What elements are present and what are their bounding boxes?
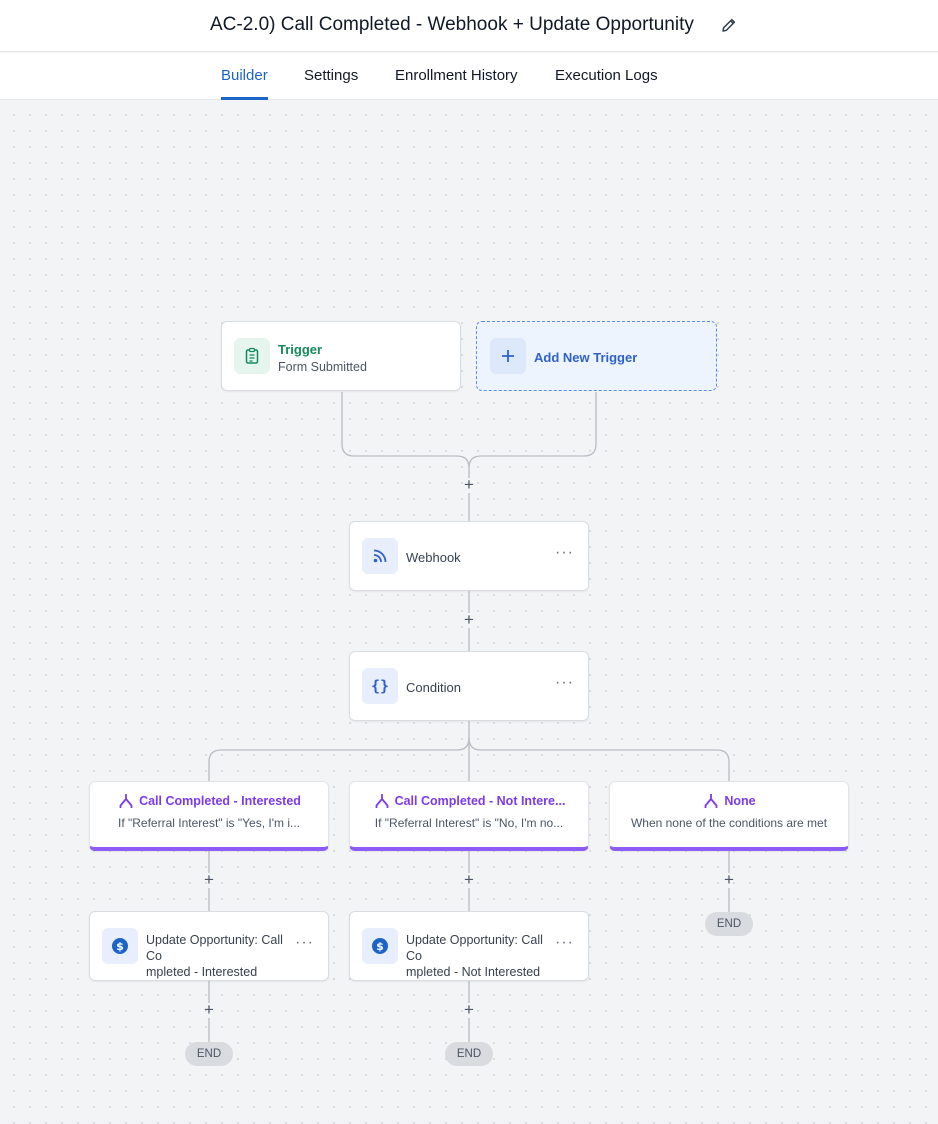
dollar-icon: $ bbox=[102, 928, 138, 964]
end-marker: END bbox=[445, 1042, 493, 1066]
branch-none[interactable]: None When none of the conditions are met bbox=[609, 781, 849, 851]
branch-interested[interactable]: Call Completed - Interested If "Referral… bbox=[89, 781, 329, 851]
tab-enrollment-history[interactable]: Enrollment History bbox=[395, 67, 518, 84]
action-label-line2: mpleted - Interested bbox=[146, 965, 258, 979]
branch-subtitle: If "Referral Interest" is "Yes, I'm i... bbox=[117, 816, 300, 830]
condition-node[interactable]: {} Condition ··· bbox=[349, 651, 589, 721]
tab-settings[interactable]: Settings bbox=[304, 67, 359, 84]
add-step-button[interactable]: + bbox=[464, 1000, 474, 1019]
tab-execution-logs[interactable]: Execution Logs bbox=[555, 67, 658, 84]
pencil-icon[interactable] bbox=[720, 16, 738, 34]
add-step-button[interactable]: + bbox=[464, 475, 474, 494]
update-opportunity-interested-node[interactable]: $ Update Opportunity: Call Co mpleted - … bbox=[89, 911, 329, 981]
trigger-subtitle: Form Submitted bbox=[278, 360, 367, 374]
branch-not-interested[interactable]: Call Completed - Not Intere... If "Refer… bbox=[349, 781, 589, 851]
branch-title: None bbox=[724, 794, 756, 808]
active-tab-indicator bbox=[221, 97, 268, 100]
tab-bar: Builder Settings Enrollment History Exec… bbox=[0, 53, 938, 100]
workflow-title: AC-2.0) Call Completed - Webhook + Updat… bbox=[210, 14, 694, 35]
end-marker: END bbox=[185, 1042, 233, 1066]
condition-label: Condition bbox=[406, 680, 461, 695]
add-step-button[interactable]: + bbox=[204, 870, 214, 889]
add-step-button[interactable]: + bbox=[724, 870, 734, 889]
branch-icon bbox=[704, 794, 718, 808]
trigger-node[interactable]: Trigger Form Submitted bbox=[221, 321, 461, 391]
end-marker: END bbox=[705, 912, 753, 936]
branch-icon bbox=[375, 794, 388, 808]
tab-builder[interactable]: Builder bbox=[221, 67, 268, 84]
dollar-icon: $ bbox=[362, 928, 398, 964]
add-step-button[interactable]: + bbox=[464, 610, 474, 629]
add-step-button[interactable]: + bbox=[204, 1000, 214, 1019]
trigger-title: Trigger bbox=[278, 342, 323, 357]
webhook-node[interactable]: Webhook ··· bbox=[349, 521, 589, 591]
plus-icon bbox=[490, 338, 526, 374]
webhook-label: Webhook bbox=[406, 550, 461, 565]
branch-title: Call Completed - Interested bbox=[139, 794, 301, 808]
add-step-button[interactable]: + bbox=[464, 870, 474, 889]
action-label-line1: Update Opportunity: Call Co bbox=[406, 933, 543, 963]
update-opportunity-not-interested-node[interactable]: $ Update Opportunity: Call Co mpleted - … bbox=[349, 911, 589, 981]
svg-text:$: $ bbox=[116, 940, 124, 953]
action-label-line1: Update Opportunity: Call Co bbox=[146, 933, 283, 963]
action-label-line2: mpleted - Not Interested bbox=[406, 965, 541, 979]
branch-subtitle: If "Referral Interest" is "No, I'm no... bbox=[374, 816, 564, 830]
action-menu-button[interactable]: ··· bbox=[295, 934, 314, 951]
add-new-trigger-label: Add New Trigger bbox=[534, 350, 638, 365]
title-bar: AC-2.0) Call Completed - Webhook + Updat… bbox=[0, 0, 938, 52]
clipboard-icon bbox=[234, 338, 270, 374]
condition-menu-button[interactable]: ··· bbox=[555, 674, 574, 691]
branch-subtitle: When none of the conditions are met bbox=[630, 816, 828, 830]
braces-icon: {} bbox=[362, 668, 398, 704]
branch-title: Call Completed - Not Intere... bbox=[394, 794, 566, 808]
action-menu-button[interactable]: ··· bbox=[555, 934, 574, 951]
branch-icon bbox=[119, 794, 133, 808]
svg-text:$: $ bbox=[376, 940, 384, 953]
rss-icon bbox=[362, 538, 398, 574]
webhook-menu-button[interactable]: ··· bbox=[555, 544, 574, 561]
add-new-trigger-button[interactable]: Add New Trigger bbox=[476, 321, 717, 391]
